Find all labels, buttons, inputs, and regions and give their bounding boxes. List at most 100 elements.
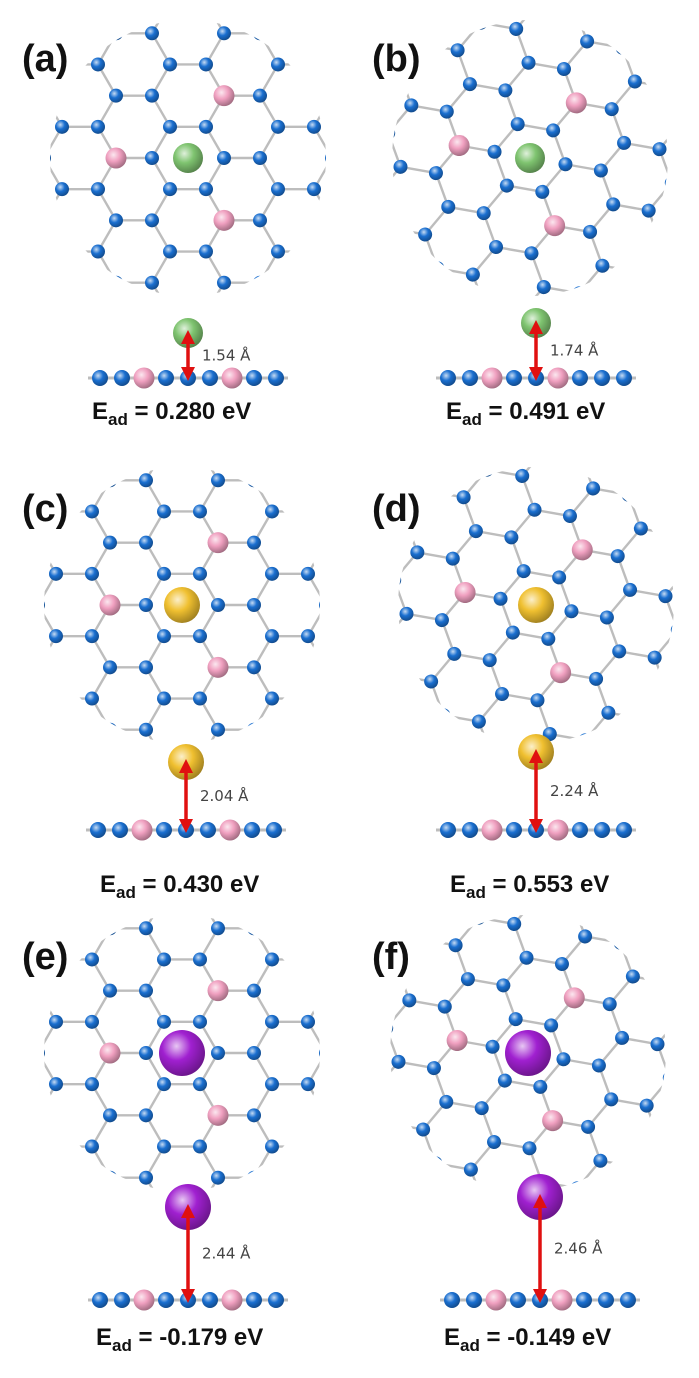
carbon-atom — [329, 688, 345, 704]
bond — [410, 0, 433, 13]
carbon-atom — [321, 1136, 337, 1152]
carbon-atom — [145, 26, 159, 40]
bond — [644, 915, 679, 921]
carbon-atom — [319, 660, 333, 674]
carbon-atom — [157, 1015, 171, 1029]
carbon-atom-side — [114, 370, 130, 386]
carbon-atom-side — [200, 822, 216, 838]
carbon-atom — [343, 23, 359, 39]
bond — [337, 697, 372, 703]
carbon-atom — [55, 245, 69, 259]
carbon-atom — [55, 120, 69, 134]
carbon-atom — [589, 766, 605, 782]
bond — [0, 64, 8, 95]
carbon-atom — [367, 1081, 383, 1097]
bond — [367, 225, 390, 259]
bond — [646, 20, 681, 26]
carbon-atom — [0, 536, 9, 550]
carbon-atom — [271, 182, 285, 196]
carbon-atom — [361, 276, 375, 290]
carbon-atom — [686, 1138, 699, 1154]
bond — [368, 189, 386, 220]
carbon-atom — [378, 1020, 394, 1036]
bond — [38, 897, 56, 928]
carbon-atom-side — [594, 822, 610, 838]
carbon-atom — [31, 723, 45, 737]
carbon-atom — [377, 729, 393, 745]
energy-label-c: Ead = 0.430 eV — [100, 871, 259, 903]
bond — [402, 905, 425, 939]
carbon-atom — [103, 785, 117, 799]
carbon-atom — [109, 276, 123, 290]
carbon-atom — [247, 921, 261, 935]
carbon-atom — [644, 459, 660, 475]
carbon-atom — [163, 245, 177, 259]
carbon-atom — [319, 921, 333, 935]
carbon-atom — [199, 182, 213, 196]
carbon-atom — [145, 276, 159, 290]
bond — [693, 60, 699, 66]
bond — [362, 1053, 380, 1084]
bond — [385, 737, 420, 743]
carbon-atom — [630, 264, 646, 280]
carbon-atom — [253, 26, 267, 40]
carbon-atom — [361, 213, 375, 227]
bond — [439, 430, 474, 436]
carbon-atom — [323, 241, 339, 257]
carbon-atom — [330, 980, 346, 996]
carbon-atom — [301, 692, 315, 706]
carbon-atom — [419, 322, 435, 338]
carbon-atom — [379, 120, 393, 134]
carbon-atom — [247, 723, 261, 737]
carbon-atom — [523, 1235, 539, 1251]
adatom-top — [173, 143, 203, 173]
carbon-atom — [247, 473, 261, 487]
carbon-atom — [1, 26, 15, 40]
carbon-atom — [85, 629, 99, 643]
adatom-top — [505, 1030, 551, 1076]
bond — [365, 1120, 388, 1154]
side-view-d: 2.24 Å — [436, 734, 636, 841]
carbon-atom — [408, 449, 424, 465]
bond — [0, 605, 2, 636]
carbon-atom-side — [616, 370, 632, 386]
carbon-atom — [265, 1202, 279, 1216]
carbon-atom — [412, 931, 428, 947]
carbon-atom — [531, 787, 547, 803]
carbon-atom — [454, 328, 470, 344]
carbon-atom — [679, 465, 695, 481]
bond — [408, 874, 431, 908]
carbon-atom — [379, 182, 393, 196]
bond — [468, 752, 491, 786]
bond — [348, 635, 383, 641]
bond — [0, 480, 2, 511]
carbon-atom — [412, 735, 428, 751]
bond — [665, 88, 688, 122]
carbon-atom — [623, 873, 639, 889]
bond — [412, 1160, 435, 1194]
bond — [152, 0, 170, 2]
carbon-atom — [404, 1183, 420, 1199]
carbon-atom — [0, 660, 9, 674]
bond — [351, 1, 374, 35]
carbon-atom — [355, 1108, 369, 1122]
carbon-atom-side — [594, 370, 610, 386]
carbon-atom — [301, 442, 315, 456]
carbon-atom — [369, 186, 385, 202]
bond — [346, 509, 369, 543]
carbon-atom — [537, 440, 553, 456]
bond — [656, 753, 691, 759]
carbon-atom-side — [440, 370, 456, 386]
energy-label-e: Ead = -0.179 eV — [96, 1324, 263, 1356]
carbon-atom — [139, 660, 153, 674]
carbon-atom — [217, 276, 231, 290]
carbon-atom — [265, 504, 279, 518]
carbon-atom — [157, 952, 171, 966]
bond — [416, 426, 439, 460]
carbon-atom — [211, 723, 225, 737]
carbon-atom — [199, 120, 213, 134]
bond — [260, 0, 278, 2]
dopant-atom — [214, 85, 235, 106]
carbon-atom — [460, 775, 476, 791]
carbon-atom-side — [572, 370, 588, 386]
